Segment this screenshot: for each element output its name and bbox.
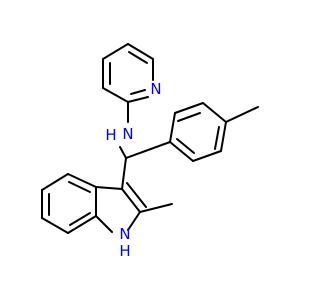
bond xyxy=(102,43,129,60)
bond xyxy=(68,181,91,193)
tolyl-ring xyxy=(169,102,227,162)
bond xyxy=(127,96,149,103)
indole-ring xyxy=(41,173,147,234)
bond xyxy=(176,138,195,154)
bond xyxy=(220,121,227,152)
bond xyxy=(121,157,127,190)
bond xyxy=(128,51,148,64)
molecule-structure: N N H N H xyxy=(41,43,259,260)
bond xyxy=(169,112,176,143)
bond xyxy=(119,146,127,159)
pyridine-nitrogen-label: N xyxy=(150,80,161,98)
bond xyxy=(214,126,220,150)
bond xyxy=(130,89,146,95)
bond xyxy=(139,203,173,213)
bond xyxy=(225,106,259,123)
bond xyxy=(126,182,147,208)
bond xyxy=(41,173,69,191)
bond xyxy=(41,217,69,234)
bond xyxy=(67,173,97,188)
bond xyxy=(125,141,171,159)
amine-hydrogen-label: H xyxy=(105,126,116,144)
bond xyxy=(202,102,227,123)
bond xyxy=(69,212,91,226)
pyridine-ring xyxy=(102,43,154,103)
indole-nitrogen-label: N xyxy=(119,225,130,243)
bond xyxy=(192,150,222,162)
bond xyxy=(169,141,194,162)
bond xyxy=(177,112,201,122)
bond xyxy=(174,102,204,114)
bond xyxy=(127,43,154,60)
bond xyxy=(102,87,129,103)
indole-hydrogen-label: H xyxy=(119,242,130,260)
bond xyxy=(95,186,123,190)
bond xyxy=(67,215,97,234)
bond xyxy=(127,211,141,231)
amine-nitrogen-label: N xyxy=(122,125,133,143)
bond xyxy=(121,188,141,213)
bond xyxy=(95,215,113,233)
